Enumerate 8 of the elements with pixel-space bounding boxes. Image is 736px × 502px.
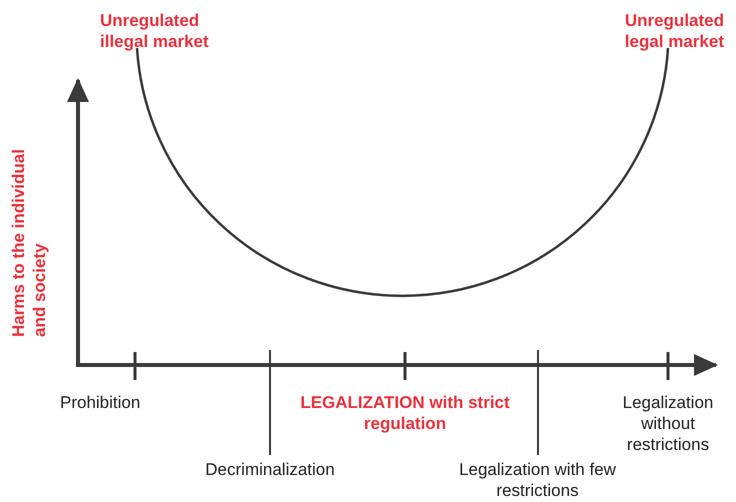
axis-category-label: Legalization without restrictions [622,392,714,455]
axis-category-label: Prohibition [60,392,142,413]
region-label: Unregulated illegal market [100,10,210,52]
axis-category-label: Legalization with few restrictions [458,459,617,501]
region-label: LEGALIZATION with strict regulation [300,392,510,434]
axis-title: Harms to the individual and society [8,148,50,337]
axis-category-label: Decriminalization [204,459,336,480]
region-label: Unregulated legal market [624,10,724,52]
